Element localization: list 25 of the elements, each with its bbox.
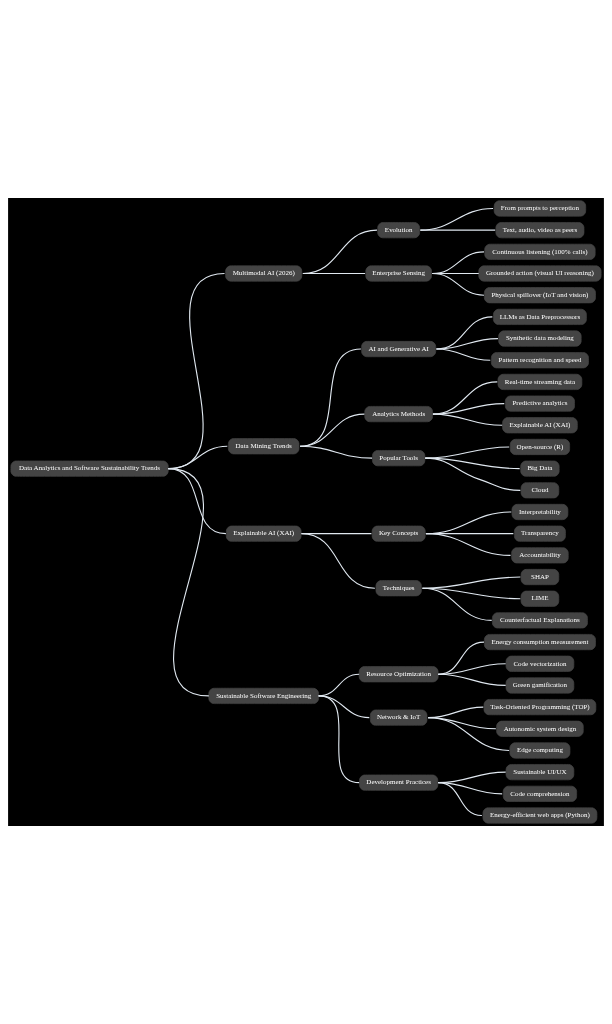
connector [437, 782, 483, 817]
connector [437, 663, 507, 675]
connector [425, 533, 512, 556]
connector [299, 445, 373, 459]
connector [167, 468, 227, 535]
connector [299, 413, 365, 447]
connector [431, 272, 485, 296]
connector [167, 468, 210, 697]
connector [427, 717, 510, 752]
connector [302, 272, 366, 275]
connector [421, 576, 521, 589]
connector [419, 229, 496, 231]
connector [435, 348, 491, 361]
connector [318, 695, 360, 784]
connector [432, 413, 503, 426]
connector [437, 673, 507, 686]
connector [424, 457, 521, 491]
connector [435, 338, 499, 350]
connector [421, 587, 493, 621]
connector [419, 207, 494, 231]
connector [432, 403, 505, 415]
connector [302, 229, 378, 275]
connector [300, 533, 376, 589]
connector [424, 446, 510, 459]
connector [437, 641, 485, 675]
